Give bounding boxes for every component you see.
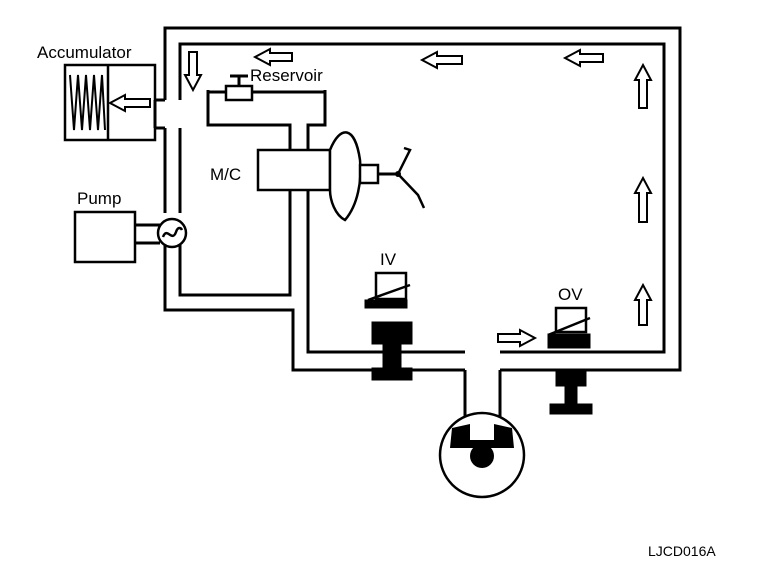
flow-arrow-icon	[633, 175, 653, 223]
master-cylinder	[256, 131, 426, 222]
flow-arrow-icon	[419, 50, 463, 70]
pump-label: Pump	[77, 189, 121, 208]
accumulator-label: Accumulator	[37, 43, 132, 62]
flow-arrow-icon	[497, 328, 538, 348]
flow-arrow-icon	[183, 51, 203, 93]
reservoir	[206, 74, 327, 150]
master-cylinder-label: M/C	[210, 165, 241, 184]
flow-arrow-icon	[252, 47, 293, 67]
inlet-valve	[364, 271, 413, 381]
flow-arrow-icon	[633, 62, 653, 109]
flow-arrows	[183, 47, 653, 348]
pump-symbol-icon	[161, 226, 184, 238]
return-line-loop	[163, 26, 682, 372]
reservoir-label: Reservoir	[250, 66, 323, 85]
pump	[73, 210, 188, 264]
outlet-valve-label: OV	[558, 285, 583, 304]
inlet-valve-label: IV	[380, 250, 397, 269]
left-supply-pipe	[163, 128, 182, 213]
flow-arrow-icon	[107, 93, 151, 113]
flow-arrow-icon	[633, 282, 653, 326]
wheel-cylinder	[438, 370, 526, 499]
outlet-valve	[547, 306, 593, 415]
solenoid-valve-icon	[554, 306, 588, 334]
flow-arrow-icon	[562, 48, 604, 68]
accumulator-spring-icon	[69, 74, 106, 131]
figure-code: LJCD016A	[648, 543, 716, 559]
